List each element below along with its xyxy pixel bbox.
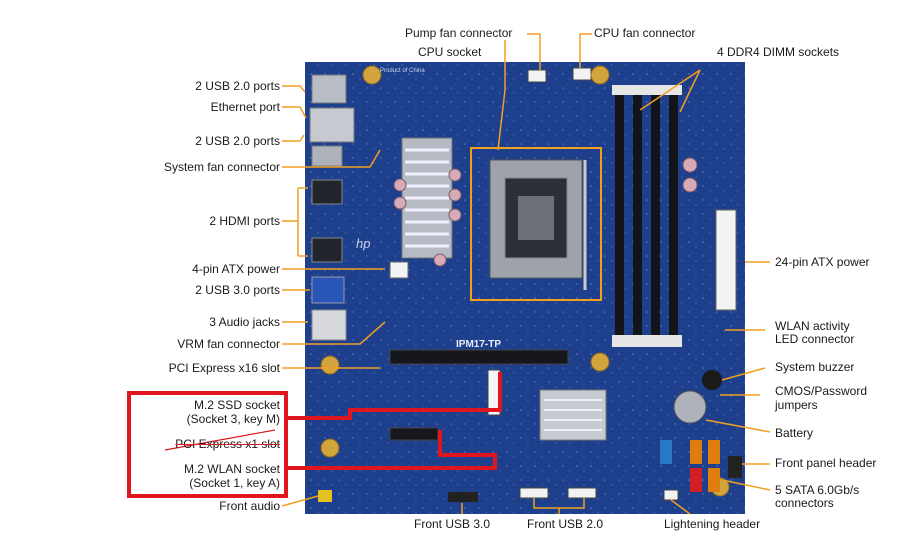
front-audio-header bbox=[318, 490, 332, 502]
hdmi-label: 2 HDMI ports bbox=[209, 214, 280, 228]
cpu-fan-label: CPU fan connector bbox=[594, 26, 696, 40]
cpu-socket bbox=[470, 147, 602, 301]
board-model: IPM17-TP bbox=[456, 339, 501, 350]
ethernet-port bbox=[309, 107, 355, 143]
usb2-b-port bbox=[311, 145, 343, 167]
sata-label: 5 SATA 6.0Gb/s bbox=[775, 483, 860, 497]
atx24-connector bbox=[715, 209, 737, 311]
lightening-label: Lightening header bbox=[664, 517, 761, 531]
atx4-connector bbox=[389, 261, 409, 279]
system-buzzer bbox=[702, 370, 722, 390]
vrm-heatsink bbox=[401, 137, 453, 259]
pcie16-label: PCI Express x16 slot bbox=[168, 361, 280, 375]
front-audio-label: Front audio bbox=[219, 499, 280, 513]
pcie-x1-slot bbox=[389, 427, 439, 441]
board-silk-top: Product of China bbox=[380, 68, 425, 74]
cpu-fan-connector bbox=[572, 67, 592, 81]
usb2-b-label: 2 USB 2.0 ports bbox=[195, 134, 280, 148]
battery bbox=[673, 390, 707, 424]
atx24-label: 24-pin ATX power bbox=[775, 255, 870, 269]
sata-sublabel: connectors bbox=[775, 496, 834, 510]
board-brand: hp bbox=[356, 236, 370, 251]
pcb bbox=[305, 62, 745, 514]
usb2-a-label: 2 USB 2.0 ports bbox=[195, 79, 280, 93]
m2-ssd-sublabel: (Socket 3, key M) bbox=[186, 412, 280, 426]
pump-fan-connector bbox=[527, 69, 547, 83]
audio-jacks bbox=[311, 309, 347, 341]
system-fan-label: System fan connector bbox=[163, 160, 280, 174]
capacitors bbox=[393, 157, 698, 267]
usb3-label: 2 USB 3.0 ports bbox=[195, 283, 280, 297]
cpu-socket-label: CPU socket bbox=[418, 45, 482, 59]
buzzer-label: System buzzer bbox=[775, 360, 855, 374]
wlan-led-label: WLAN activity bbox=[775, 319, 850, 333]
atx4-label: 4-pin ATX power bbox=[192, 262, 280, 276]
battery-label: Battery bbox=[775, 426, 814, 440]
m2-ssd-label: M.2 SSD socket bbox=[193, 398, 280, 412]
chipset-heatsink bbox=[539, 389, 607, 441]
highlight-box bbox=[127, 372, 502, 498]
usb3-port bbox=[311, 276, 345, 304]
wlan-led-sublabel: LED connector bbox=[775, 332, 855, 346]
cmos-sublabel: jumpers bbox=[775, 398, 818, 412]
leader-lines bbox=[281, 33, 771, 515]
sata-connectors bbox=[660, 440, 720, 492]
front-usb2-label: Front USB 2.0 bbox=[527, 517, 604, 531]
pcie1-label: PCI Express x1 slot bbox=[175, 437, 280, 451]
dimm-slots bbox=[612, 85, 682, 347]
front-usb2-header-1 bbox=[519, 487, 549, 499]
lightening-header bbox=[663, 489, 679, 501]
hdmi-port-1 bbox=[311, 179, 343, 205]
front-usb3-header bbox=[448, 492, 478, 502]
usb2-a-port bbox=[311, 74, 347, 104]
front-usb2-header-2 bbox=[567, 487, 597, 499]
front-panel-header bbox=[728, 456, 742, 478]
m2-wlan-label: M.2 WLAN socket bbox=[183, 462, 280, 476]
vrm-fan-label: VRM fan connector bbox=[177, 337, 280, 351]
front-usb3-label: Front USB 3.0 bbox=[414, 517, 491, 531]
hdmi-port-2 bbox=[311, 237, 343, 263]
m2-wlan-sublabel: (Socket 1, key A) bbox=[189, 476, 280, 490]
ethernet-label: Ethernet port bbox=[210, 100, 280, 114]
pump-fan-label: Pump fan connector bbox=[405, 26, 513, 40]
pcie-x16-slot bbox=[389, 349, 569, 365]
audio-jacks-label: 3 Audio jacks bbox=[209, 315, 280, 329]
cmos-label: CMOS/Password bbox=[775, 384, 868, 398]
front-panel-label: Front panel header bbox=[775, 456, 877, 470]
ddr4-label: 4 DDR4 DIMM sockets bbox=[717, 45, 840, 59]
